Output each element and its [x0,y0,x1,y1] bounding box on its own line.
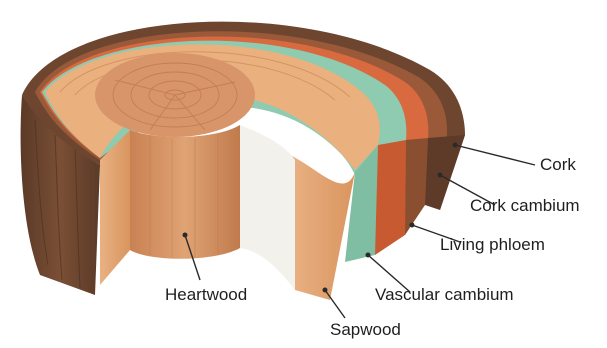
label-cork: Cork [540,155,576,174]
sapwood-right-wall [290,155,355,300]
label-sapwood: Sapwood [330,320,401,339]
label-living-phloem: Living phloem [440,235,545,254]
cork-cambium-side [405,138,428,235]
inner-cavity [240,125,295,290]
living-phloem-side [375,140,406,255]
heartwood-cylinder [130,125,240,259]
label-cork-cambium: Cork cambium [470,196,580,215]
label-vascular-cambium: Vascular cambium [375,285,514,304]
label-heartwood: Heartwood [165,285,247,304]
